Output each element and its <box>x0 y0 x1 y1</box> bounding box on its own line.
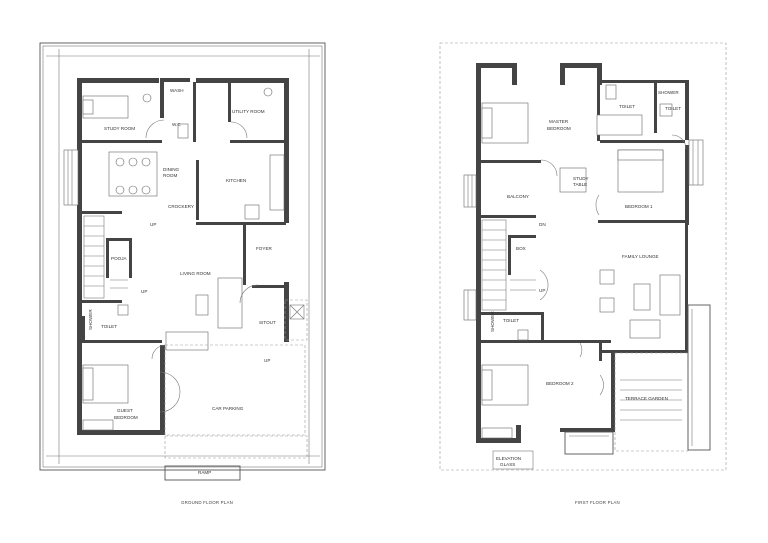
label-pooja: POOJA <box>111 256 128 261</box>
label-utility-room: UTILITY ROOM <box>232 109 265 114</box>
label-bedroom-2: BEDROOM 2 <box>546 381 574 386</box>
ground-floor-title: GROUND FLOOR PLAN <box>181 500 233 505</box>
ground-car-parking <box>164 299 308 481</box>
label-dining-1: DINING <box>163 167 180 172</box>
ground-outer-walls <box>77 78 289 435</box>
label-ff-shower-top: SHOWER <box>658 90 679 95</box>
label-study-room: STUDY ROOM <box>104 126 135 131</box>
label-ff-toilet: TOILET <box>503 318 519 323</box>
label-guest-2: BEDROOM <box>114 415 138 420</box>
label-wash: WASH <box>170 88 184 93</box>
label-bedroom-1: BEDROOM 1 <box>625 204 653 209</box>
label-study-table-2: TABLE <box>573 182 587 187</box>
label-ramp: RAMP <box>198 470 211 475</box>
first-outer-walls <box>476 63 689 443</box>
label-ff-shower: SHOWER <box>490 311 495 332</box>
label-balcony: BALCONY <box>507 194 529 199</box>
label-master-1: MASTER <box>549 119 569 124</box>
first-furniture <box>481 84 681 439</box>
ground-verandah-columns <box>46 49 320 464</box>
ground-door-swings <box>145 119 259 413</box>
label-ff-up: UP <box>539 288 545 293</box>
label-elevation-1: ELEVATION <box>496 456 521 461</box>
label-shower: SHOWER <box>88 309 93 330</box>
label-terrace-garden: TERRACE GARDEN <box>625 396 668 401</box>
label-foyer: FOYER <box>256 246 273 251</box>
label-car-parking: CAR PARKING <box>212 406 244 411</box>
label-living-room: LIVING ROOM <box>180 271 211 276</box>
label-box: BOX <box>516 246 526 251</box>
first-floor-plan: TOILET SHOWER TOILET MASTER BEDROOM STUD… <box>439 42 727 505</box>
first-staircase <box>481 219 536 311</box>
label-up-1: UP <box>150 222 156 227</box>
ground-site-boundary <box>39 42 326 471</box>
first-inner-walls <box>481 83 687 361</box>
ground-floor-plan: STUDY ROOM WASH W.C UTILITY ROOM DINING … <box>39 42 326 505</box>
label-ff-toilet-top: TOILET <box>619 104 635 109</box>
label-family-lounge: FAMILY LOUNGE <box>622 254 659 259</box>
label-guest-1: GUEST <box>117 408 133 413</box>
label-elevation-2: GLASS <box>500 462 515 467</box>
label-wc: W.C <box>172 122 181 127</box>
first-floor-title: FIRST FLOOR PLAN <box>575 500 620 505</box>
label-crockery: CROCKERY <box>168 204 194 209</box>
label-kitchen: KITCHEN <box>226 178 246 183</box>
label-master-2: BEDROOM <box>547 126 571 131</box>
label-toilet: TOILET <box>101 324 117 329</box>
ground-inner-walls <box>82 82 287 343</box>
label-dining-2: ROOM <box>163 173 177 178</box>
ground-staircase <box>83 215 128 299</box>
ground-window-bay <box>63 149 79 206</box>
label-dn: DN <box>539 222 546 227</box>
first-terrace-garden <box>492 304 711 470</box>
first-site-boundary <box>439 42 727 471</box>
label-up-2: UP <box>141 289 147 294</box>
label-up-3: UP <box>264 358 270 363</box>
label-sitout: SITOUT <box>259 320 276 325</box>
label-ff-toilet-right: TOILET <box>665 106 681 111</box>
ground-furniture <box>82 87 285 431</box>
label-study-table-1: STUDY <box>573 176 589 181</box>
first-window-bays <box>463 139 704 321</box>
first-door-swings <box>539 134 687 396</box>
